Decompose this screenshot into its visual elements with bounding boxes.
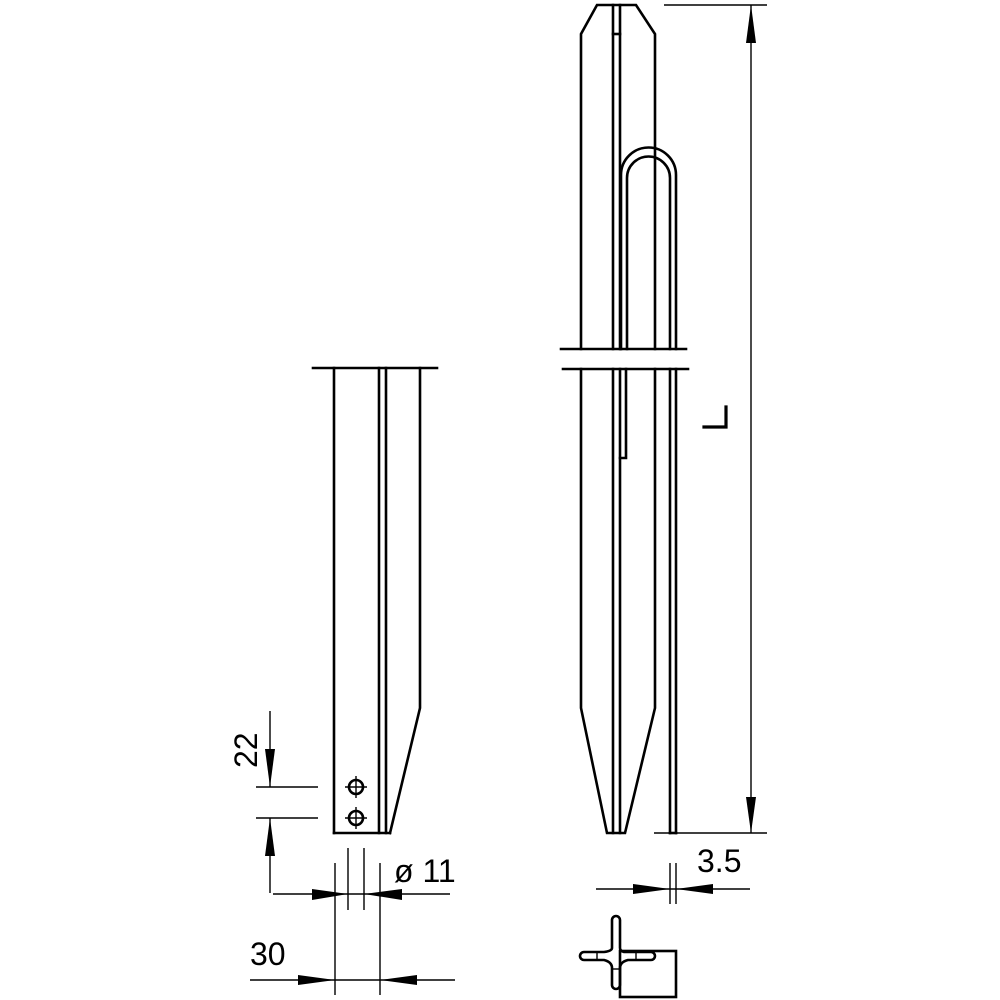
dimension-plate-width: 30 (250, 936, 455, 985)
label-30: 30 (250, 936, 286, 972)
dimension-hole-spacing: 22 (228, 711, 318, 893)
label-L (702, 405, 728, 429)
dimension-hole-diameter: ø 11 (273, 848, 456, 995)
dimension-thickness: 3.5 (596, 843, 750, 904)
label-22: 22 (228, 732, 264, 768)
label-3-5: 3.5 (697, 843, 741, 879)
left-stake-view (311, 366, 439, 835)
right-stake-view (559, 3, 690, 835)
label-diameter-11: ø 11 (394, 853, 456, 889)
hole-lower (345, 807, 367, 829)
hole-upper (345, 776, 367, 798)
cross-section-view (578, 914, 678, 999)
dimension-length (654, 4, 767, 834)
